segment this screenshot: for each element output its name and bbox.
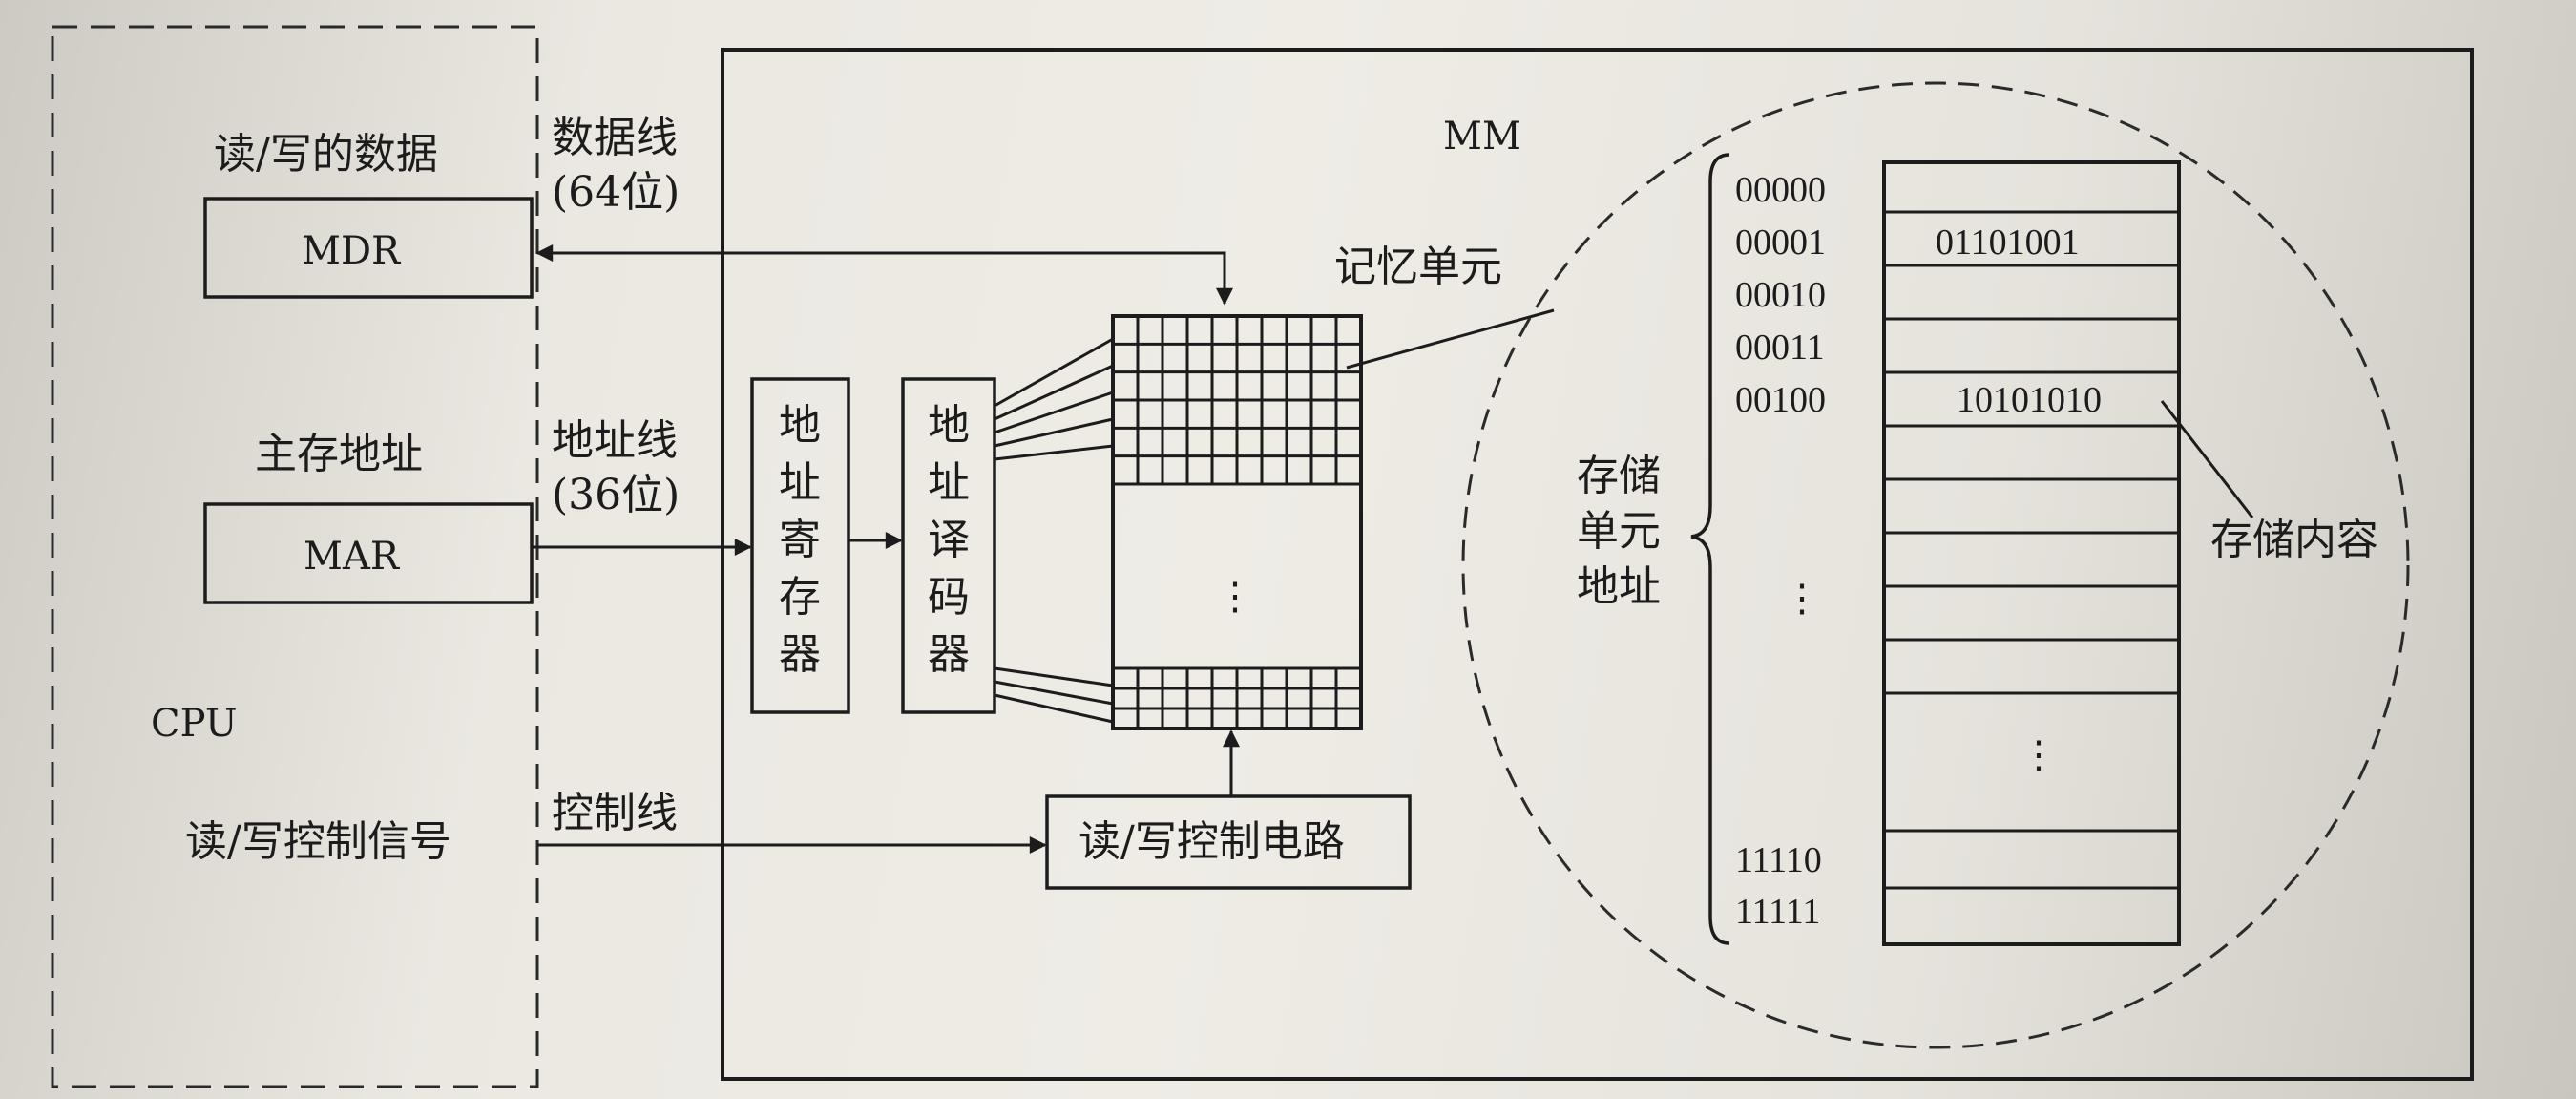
storage-unit-address-label: 存储 单元 地址 (1577, 452, 1661, 611)
address-label: 00011 (1735, 328, 1825, 368)
storage-content-label: 存储内容 (2210, 516, 2378, 564)
address-decoder-label: 地 址 译 码 器 (928, 401, 970, 679)
storage-column (1882, 160, 2181, 946)
data-bus-line (535, 244, 1233, 306)
array-ellipsis: ⋮ (1216, 575, 1254, 619)
mar-box (203, 502, 534, 604)
main-memory-address-label: 主存地址 (255, 430, 423, 478)
storage-content-value: 01101001 (1936, 222, 2080, 263)
address-register-label: 地 址 寄 存 器 (779, 401, 821, 679)
mm-boundary (721, 48, 2474, 1081)
data-bus-label: 数据线 (552, 114, 678, 162)
data-bus-width: (64位) (552, 168, 681, 217)
address-label: 00000 (1735, 170, 1826, 210)
decoder-word-lines (994, 337, 1114, 724)
address-label: 00100 (1735, 380, 1826, 420)
address-label: 00001 (1735, 222, 1826, 263)
storage-content-value: 10101010 (1957, 380, 2102, 420)
mdr-box (203, 197, 534, 299)
storage-row-lines (1884, 210, 2179, 890)
mdr-label: MDR (302, 229, 401, 273)
control-bus-label: 控制线 (552, 789, 678, 837)
storage-ellipsis: ⋮ (2020, 733, 2058, 777)
memory-cell-pointer (1346, 308, 1555, 370)
memory-array-grid (1113, 316, 1361, 729)
address-register-box (750, 377, 850, 714)
address-bus-label: 地址线 (552, 416, 678, 465)
address-brace (1690, 153, 1730, 945)
address-label: 11110 (1735, 840, 1822, 880)
cpu-label: CPU (151, 702, 238, 746)
memory-cell-label: 记忆单元 (1334, 243, 1502, 291)
mar-label: MAR (304, 535, 399, 579)
address-ellipsis: ⋮ (1783, 577, 1821, 621)
rw-control-signal-label: 读/写控制信号 (185, 817, 451, 866)
content-pointer (2160, 400, 2254, 518)
magnify-circle (1461, 81, 2410, 1049)
mm-label: MM (1443, 115, 1521, 159)
address-label: 11111 (1735, 892, 1821, 932)
address-bus-width: (36位) (552, 471, 681, 519)
rw-control-circuit-label: 读/写控制电路 (1079, 817, 1345, 866)
address-label: 00010 (1735, 275, 1826, 315)
cpu-boundary (51, 25, 539, 1088)
rw-control-circuit-box (1045, 794, 1412, 890)
address-decoder-box (901, 377, 996, 714)
rw-data-label: 读/写的数据 (214, 130, 438, 179)
